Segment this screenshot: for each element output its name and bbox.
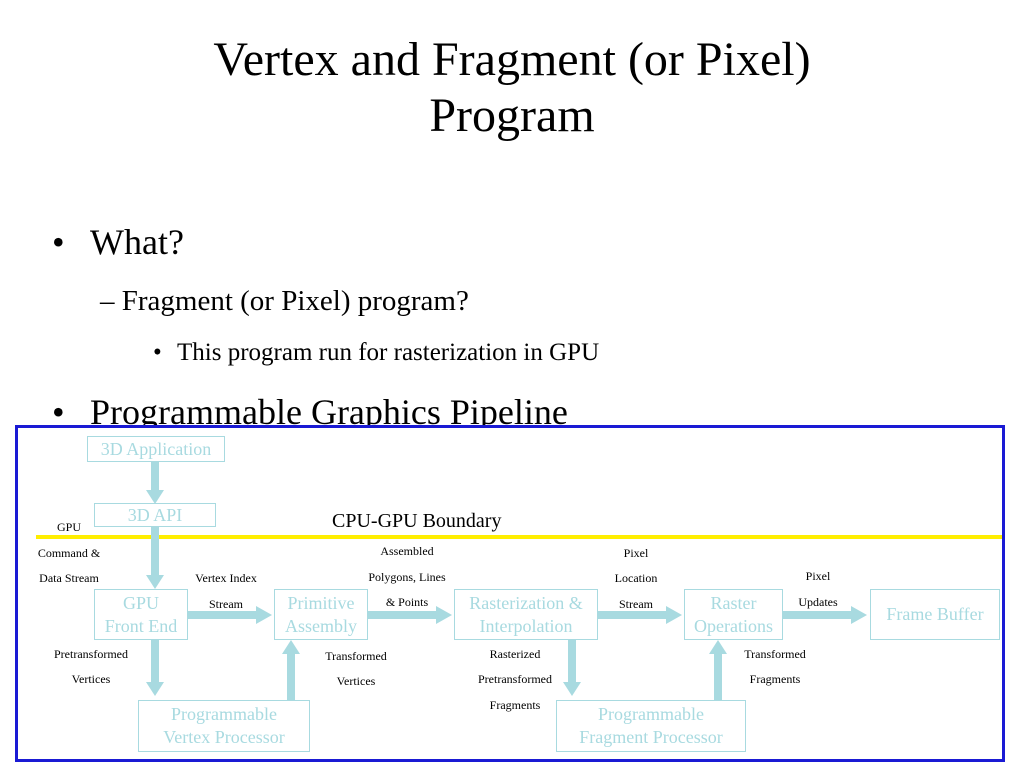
label-pixel-updates-1: Pixel [805, 569, 831, 583]
box-programmable-vertex-processor: Programmable Vertex Processor [138, 700, 310, 752]
box-programmable-fragment-processor: Programmable Fragment Processor [556, 700, 746, 752]
box-gpu-front-end: GPU Front End [94, 589, 188, 640]
arrow-api-to-frontend [146, 527, 164, 589]
label-assembled-2: Polygons, Lines [368, 570, 446, 584]
arrow-raster-ops-to-frame-buffer [783, 606, 867, 624]
label-rasterized-fragments-3: Fragments [489, 698, 541, 712]
label-rasterized-fragments-2: Pretransformed [478, 672, 552, 686]
label-rasterized-fragments-1: Rasterized [489, 647, 541, 661]
bullet-mark: • [52, 392, 65, 432]
bullet-mark: • [153, 339, 162, 366]
label-transformed-fragments-1: Transformed [744, 647, 806, 661]
sub-bullet-fragment-program: – Fragment (or Pixel) program? [100, 284, 469, 318]
arrow-assembly-to-rasterization [368, 606, 452, 624]
label-pixel-location-1: Pixel [623, 546, 649, 560]
sub-sub-bullet-rasterization: • This program run for rasterization in G… [153, 338, 599, 368]
label-transformed-vertices-2: Vertices [336, 674, 376, 688]
pipeline-diagram: 3D Application 3D API GPU Front End Prim… [15, 425, 1005, 762]
box-frame-buffer: Frame Buffer [870, 589, 1000, 640]
label-vertex-index-2: Stream [209, 597, 243, 611]
arrow-frontend-to-vertex-processor [146, 640, 164, 696]
arrow-rasterization-to-raster-ops [598, 606, 682, 624]
arrow-rasterization-to-fragment-processor [563, 640, 581, 696]
sub-sub-bullet-text: This program run for rasterization in GP… [177, 339, 600, 366]
label-pixel-location-2: Location [614, 571, 658, 585]
box-rasterization-interpolation: Rasterization & Interpolation [454, 589, 598, 640]
label-pretransformed-vertices-1: Pretransformed [54, 647, 128, 661]
label-assembled-3: & Points [385, 595, 429, 609]
arrow-app-to-api [146, 462, 164, 504]
box-primitive-assembly: Primitive Assembly [274, 589, 368, 640]
label-vertex-index-1: Vertex Index [195, 571, 257, 585]
box-3d-api: 3D API [94, 503, 216, 527]
arrow-frontend-to-assembly [188, 606, 272, 624]
pipeline-arrows [36, 462, 1002, 700]
slide-title: Vertex and Fragment (or Pixel) Program [213, 33, 811, 142]
label-assembled-1: Assembled [380, 544, 434, 558]
box-raster-operations: Raster Operations [684, 589, 783, 640]
label-gpu-command-2: Command & [37, 546, 101, 560]
label-transformed-fragments-2: Fragments [749, 672, 801, 686]
label-pretransformed-vertices-2: Vertices [71, 672, 111, 686]
label-pixel-location-3: Stream [619, 597, 653, 611]
bullet-text: What? [90, 222, 184, 262]
cpu-gpu-boundary-label: CPU-GPU Boundary [332, 510, 502, 532]
label-transformed-vertices-1: Transformed [325, 649, 387, 663]
label-gpu-command-1: GPU [56, 520, 81, 534]
label-pixel-updates-2: Updates [798, 595, 838, 609]
label-gpu-command-3: Data Stream [39, 571, 99, 585]
bullet-mark: • [52, 222, 65, 262]
sub-bullet-text: – Fragment (or Pixel) program? [100, 285, 469, 317]
arrow-vertex-processor-to-assembly [282, 640, 300, 700]
bullet-what: • What? [52, 222, 184, 262]
arrow-fragment-processor-to-raster-ops [709, 640, 727, 700]
box-3d-application: 3D Application [87, 436, 225, 462]
